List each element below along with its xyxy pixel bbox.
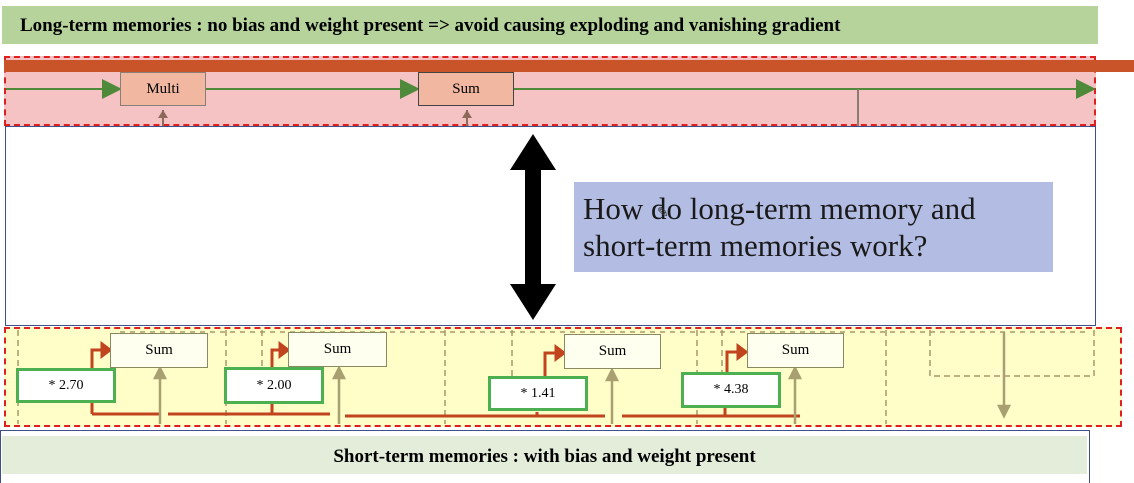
short-term-title: Short-term memories : with bias and weig… [333, 446, 756, 467]
weight-box-1: * 2.70 [16, 368, 116, 403]
pen-cursor-icon: ✎ [657, 206, 669, 221]
multi-node: Multi [120, 72, 206, 106]
long-term-sum-label: Sum [452, 80, 480, 97]
short-term-title-banner: Short-term memories : with bias and weig… [2, 436, 1087, 474]
question-text: How do long-term memory and short-term m… [583, 191, 976, 263]
weight-box-4: * 4.38 [681, 372, 781, 408]
weight-box-2: * 2.00 [224, 367, 324, 404]
double-arrow-icon [510, 134, 556, 320]
weight-value-1: * 2.70 [48, 377, 84, 393]
sum-label-4: Sum [781, 342, 810, 358]
short-term-sum-node-2: Sum [288, 332, 387, 367]
weight-box-3: * 1.41 [488, 376, 588, 411]
sum-label-1: Sum [145, 342, 173, 358]
weight-value-3: * 1.41 [520, 385, 556, 401]
long-term-title: Long-term memories : no bias and weight … [20, 15, 841, 36]
multi-label: Multi [146, 80, 180, 97]
short-term-sum-node-1: Sum [110, 333, 208, 368]
question-box: How do long-term memory and short-term m… [574, 182, 1053, 272]
long-term-sum-node: Sum [418, 72, 514, 106]
sum-label-2: Sum [323, 341, 352, 357]
short-term-sum-node-3: Sum [564, 334, 661, 369]
long-term-memory-line [4, 60, 1134, 72]
weight-value-4: * 4.38 [713, 382, 749, 397]
weight-value-2: * 2.00 [256, 377, 292, 393]
long-term-title-banner: Long-term memories : no bias and weight … [2, 6, 1098, 44]
sum-label-3: Sum [598, 343, 627, 359]
short-term-sum-node-4: Sum [747, 333, 844, 368]
bottom-panel [0, 430, 1090, 483]
